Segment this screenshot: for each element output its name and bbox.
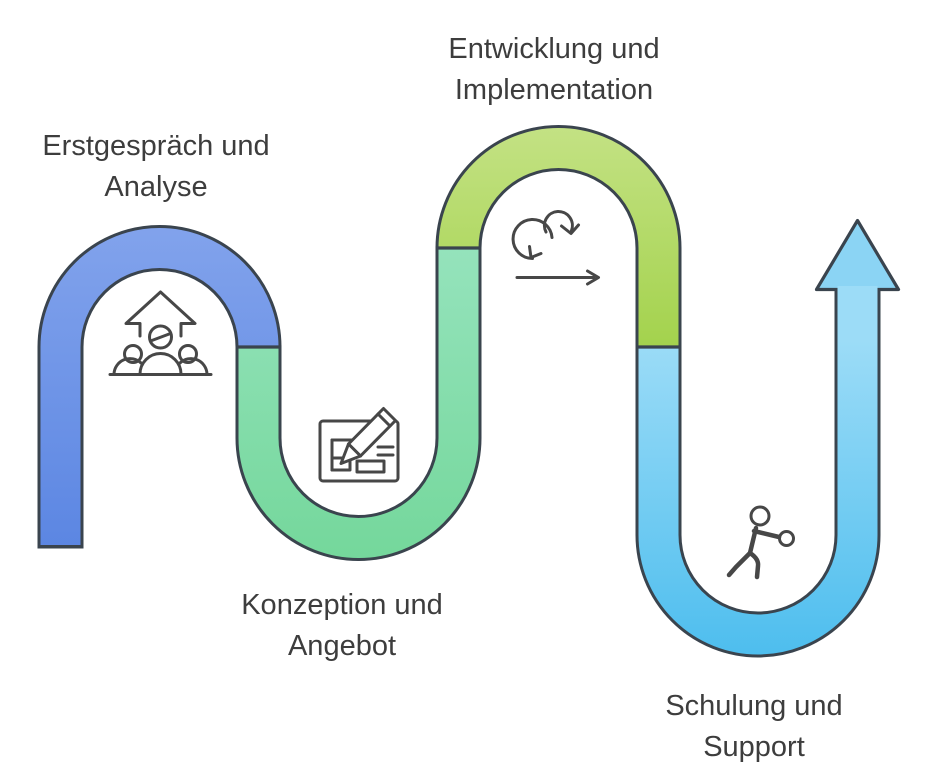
- icons-layer: [108, 210, 795, 580]
- arrow-head-group: [814, 218, 901, 292]
- arrow-up-icon: [814, 218, 901, 292]
- stage-4-segment: [638, 286, 878, 655]
- stage-3-label-line-2: Implementation: [454, 74, 654, 106]
- path-color-layer: [40, 128, 878, 655]
- stage-3-segment: [438, 128, 679, 347]
- stage-1-segment: [40, 228, 279, 545]
- stage-1-label-line-1: Erstgespräch und: [42, 130, 270, 162]
- contract-pencil-icon: [318, 407, 400, 483]
- stage-4-label-line-2: Support: [703, 731, 805, 763]
- training-person-icon: [726, 505, 795, 580]
- stage-2-label-line-1: Konzeption und: [241, 589, 443, 621]
- stage-1-label-line-2: Analyse: [104, 171, 208, 203]
- stage-1-label: Erstgespräch und Analyse: [42, 126, 269, 208]
- stage-2-segment: [238, 248, 479, 558]
- segment-junctions: [235, 246, 682, 349]
- stage-4-label-line-1: Schulung und: [665, 690, 843, 722]
- stage-3-label-line-1: Entwicklung und: [448, 33, 660, 65]
- stage-4-label: Schulung und Support: [665, 686, 842, 768]
- team-growth-icon: [108, 290, 213, 376]
- stage-2-label-line-2: Angebot: [287, 630, 397, 662]
- stage-3-label: Entwicklung und Implementation: [448, 29, 659, 111]
- stage-2-label: Konzeption und Angebot: [241, 585, 443, 667]
- scrum-iteration-icon: [511, 210, 600, 286]
